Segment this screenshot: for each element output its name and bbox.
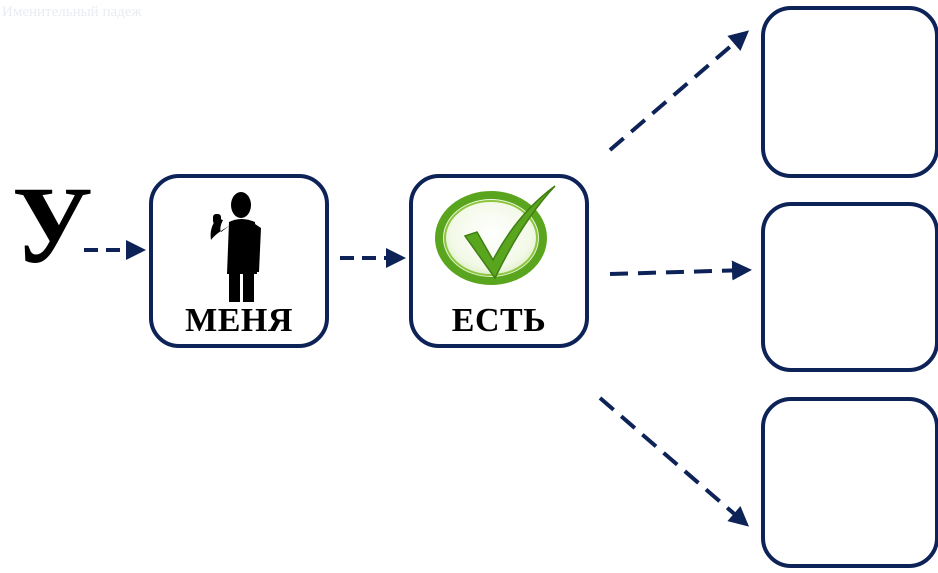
card-est-label: ЕСТЬ xyxy=(451,302,547,339)
arrow-est-to-box-middle xyxy=(609,260,752,281)
card-est: ЕСТЬ xyxy=(409,174,589,348)
answer-box-bottom[interactable] xyxy=(761,397,938,568)
person-pointing-to-self-icon xyxy=(210,192,261,302)
card-menya-label: МЕНЯ xyxy=(185,302,293,339)
answer-box-top[interactable] xyxy=(761,6,938,178)
card-menya: МЕНЯ xyxy=(149,174,329,348)
arrow-est-to-box-top xyxy=(608,30,750,152)
green-checkmark-icon xyxy=(435,185,556,285)
arrow-est-to-box-bottom xyxy=(598,396,750,527)
answer-box-middle[interactable] xyxy=(761,202,938,372)
start-letter: У xyxy=(12,164,93,286)
page-caption: Именительный падеж xyxy=(2,4,142,20)
